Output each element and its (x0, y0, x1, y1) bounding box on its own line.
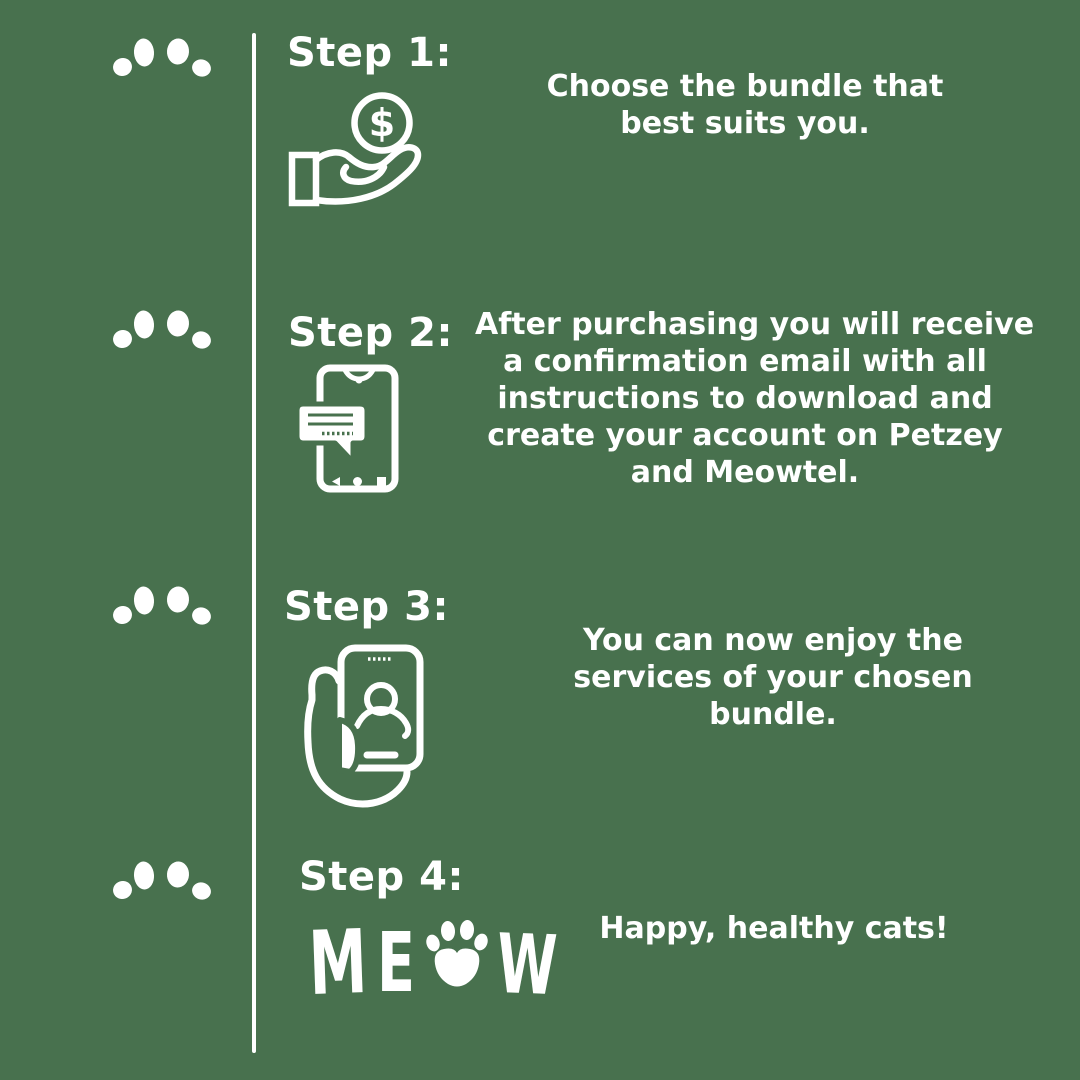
step-text-line: After purchasing you will receive (475, 307, 1035, 342)
step-text-line: Choose the bundle that (546, 69, 944, 104)
step-4-description: Happy, healthy cats! (588, 910, 960, 947)
step-text-line: services of your chosen (573, 660, 973, 695)
step-3-description: You can now enjoy the services of your c… (556, 622, 990, 733)
step-2-description: After purchasing you will receive a conf… (475, 306, 1035, 491)
step-1-label: Step 1: (287, 30, 452, 76)
paw-print-icon (113, 586, 211, 625)
step-text-line: bundle. (709, 697, 837, 732)
meow-paw-icon (426, 920, 488, 987)
hand-holding-phone-icon (304, 644, 424, 808)
meow-letter-m: M (307, 910, 369, 1015)
paw-print-icon (113, 38, 211, 77)
step-text-line: create your account on Petzey (487, 418, 1003, 453)
vertical-divider (252, 33, 256, 1053)
step-2-label: Step 2: (288, 310, 453, 356)
meow-letter-w: W (495, 917, 558, 1014)
step-text-line: and Meowtel. (630, 455, 860, 490)
step-text-line: instructions to download and (497, 381, 993, 416)
dollar-coin-in-hand-icon: $ (288, 92, 422, 207)
step-3-label: Step 3: (284, 584, 449, 630)
step-4-label: Step 4: (299, 854, 464, 900)
step-text-line: best suits you. (620, 106, 870, 141)
paw-print-icon (113, 861, 211, 900)
dollar-sign: $ (369, 101, 395, 145)
step-text-line: You can now enjoy the (583, 623, 963, 658)
step-1-description: Choose the bundle that best suits you. (520, 68, 970, 142)
paw-print-icon (113, 310, 211, 349)
phone-with-message-icon (294, 364, 399, 493)
meow-letter-e: E (377, 916, 415, 1011)
meow-logo: M E W (307, 910, 558, 1015)
step-text-line: Happy, healthy cats! (599, 911, 949, 946)
step-text-line: a confirmation email with all (503, 344, 987, 379)
